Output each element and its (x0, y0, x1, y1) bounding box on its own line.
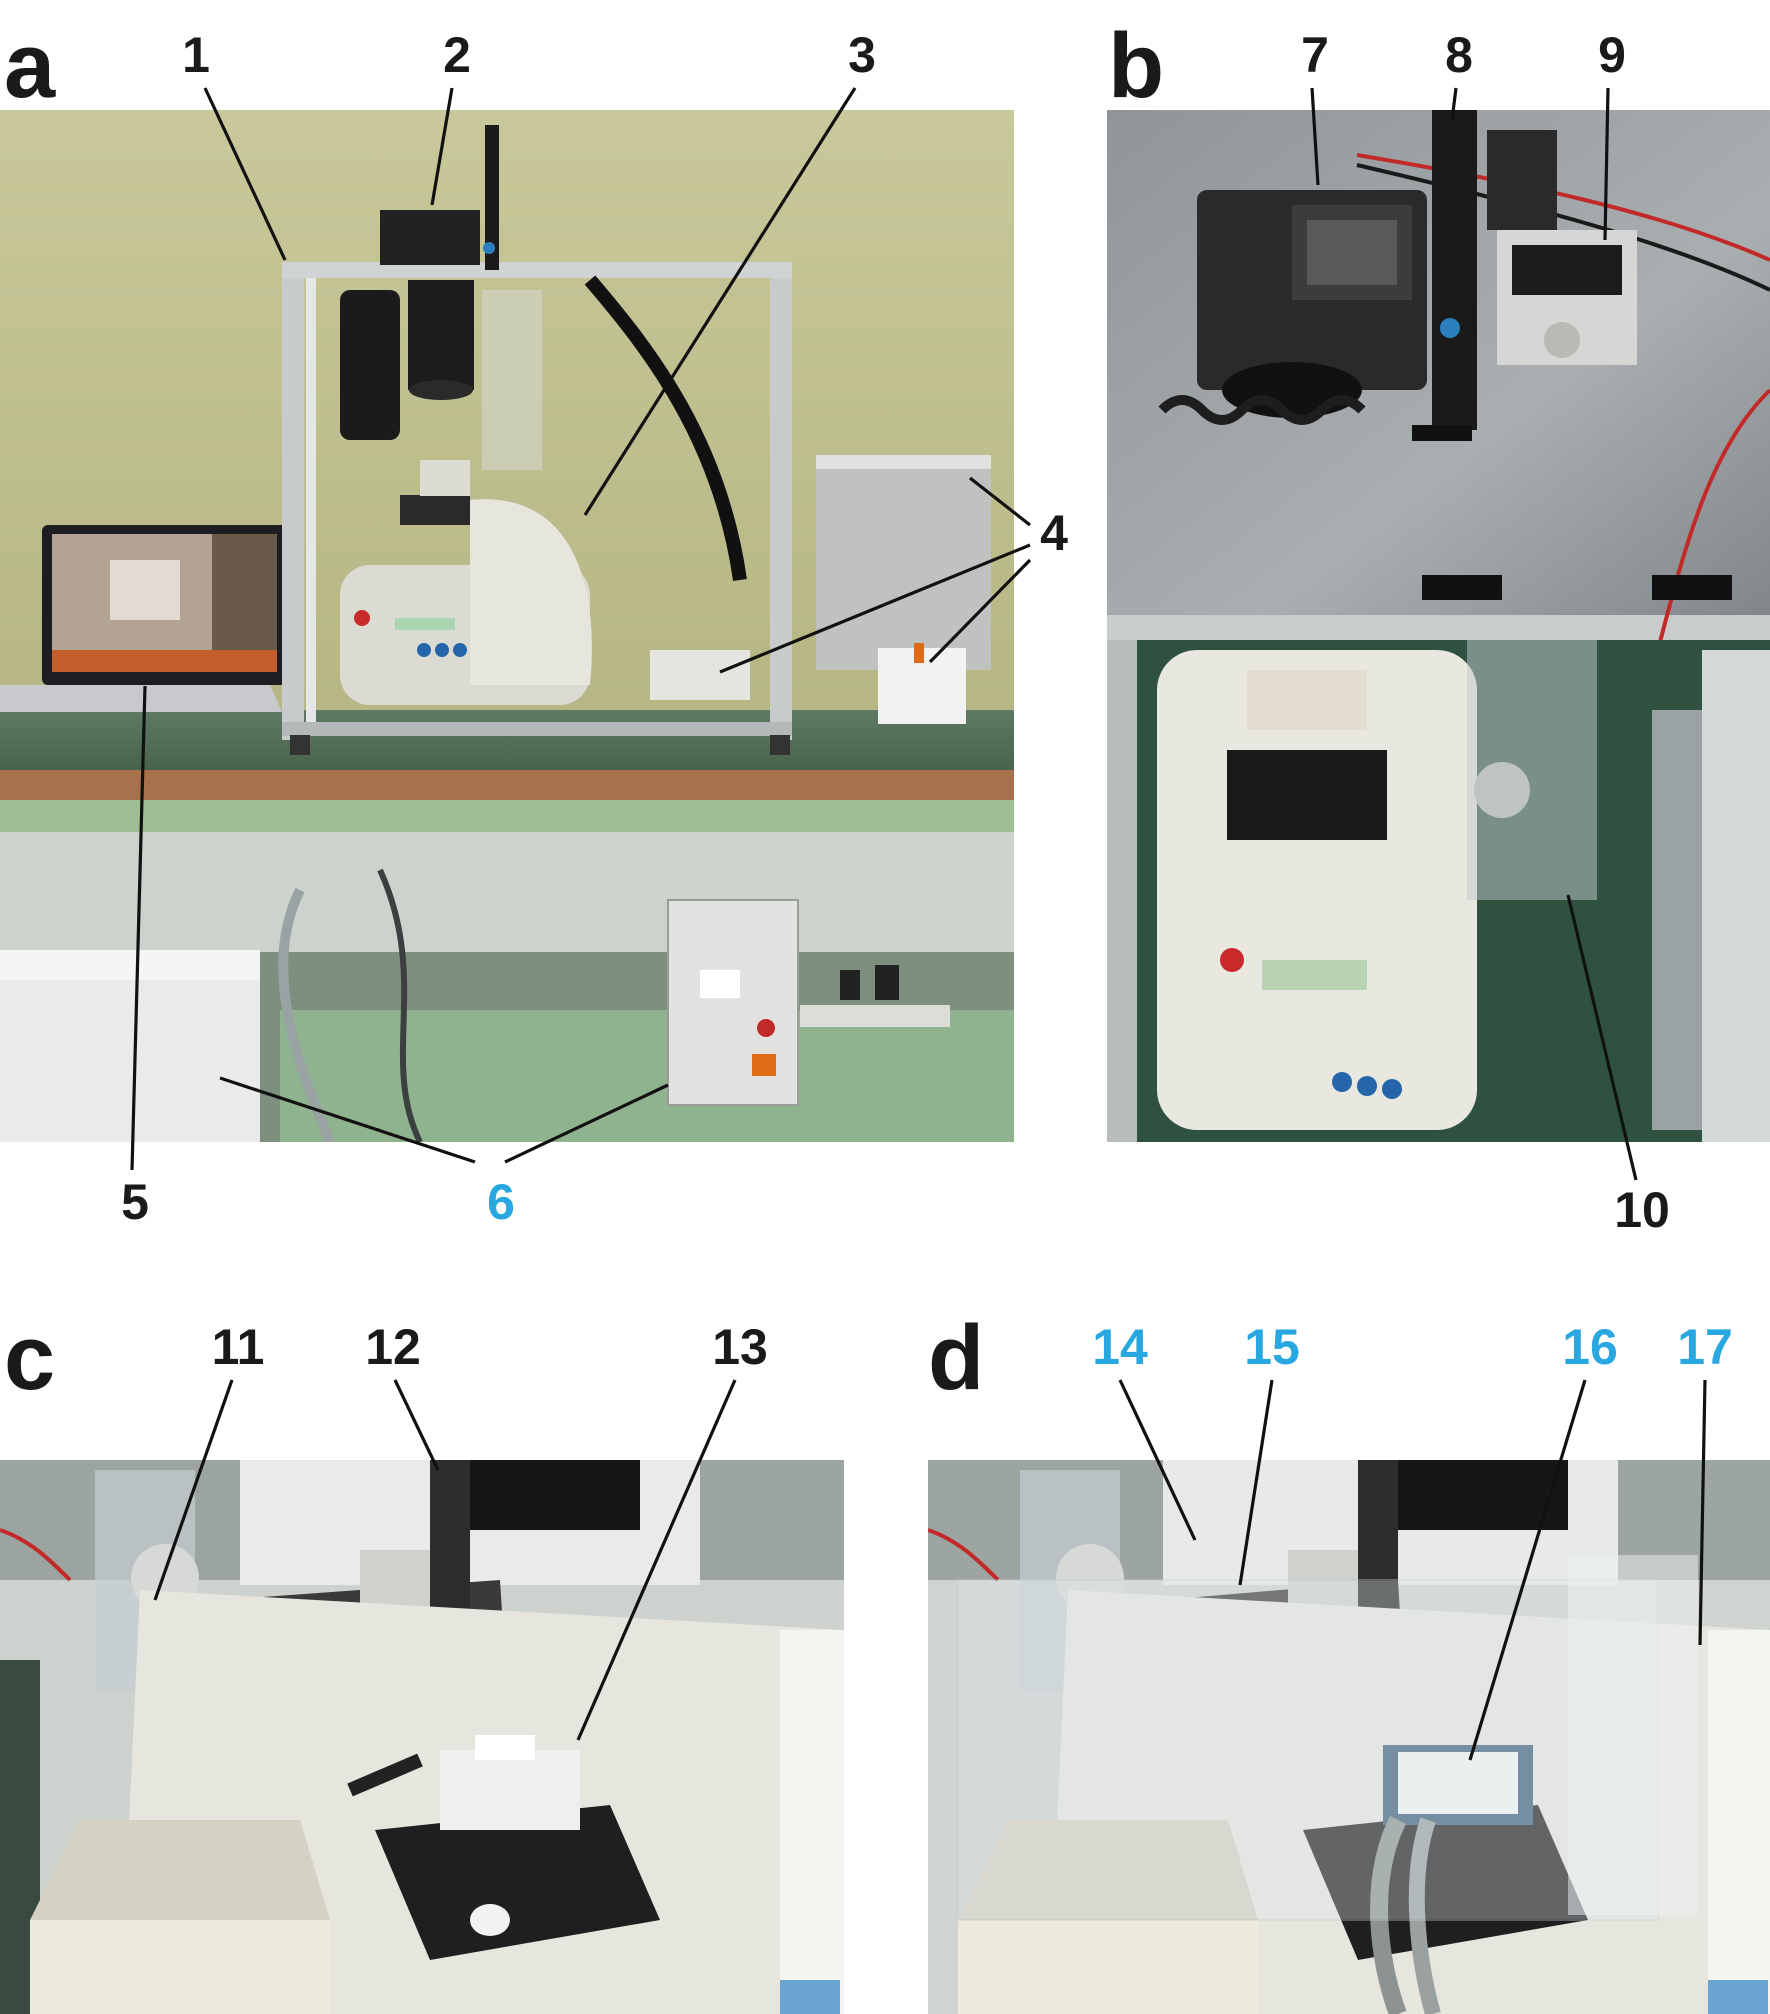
callout-4: 4 (1040, 505, 1068, 561)
callout-5: 5 (121, 1174, 149, 1230)
callout-9: 9 (1598, 27, 1626, 83)
photo-microtome-with-enclosure (928, 1460, 1770, 2014)
panel-letter-d: d (928, 1307, 985, 1409)
photo-camera-mount-top (1107, 110, 1770, 1142)
leader-12 (393, 1379, 440, 1471)
callout-16: 16 (1562, 1319, 1618, 1375)
callout-6: 6 (487, 1174, 515, 1230)
callout-2: 2 (443, 27, 471, 83)
panel-letter-c: c (4, 1307, 56, 1409)
callout-14: 14 (1092, 1319, 1148, 1375)
photo-setup-overview (0, 110, 1014, 1142)
callout-1: 1 (182, 27, 210, 83)
callout-8: 8 (1445, 27, 1473, 83)
callout-7: 7 (1301, 27, 1329, 83)
panel-letter-a: a (4, 15, 56, 117)
callout-15: 15 (1244, 1319, 1300, 1375)
callout-10: 10 (1614, 1182, 1670, 1238)
callout-13: 13 (712, 1319, 768, 1375)
callout-3: 3 (848, 27, 876, 83)
callout-17: 17 (1677, 1319, 1733, 1375)
panel-letter-b: b (1108, 15, 1165, 117)
callout-12: 12 (365, 1319, 421, 1375)
photo-microtome-detail (0, 1460, 844, 2014)
callout-11: 11 (211, 1319, 265, 1375)
